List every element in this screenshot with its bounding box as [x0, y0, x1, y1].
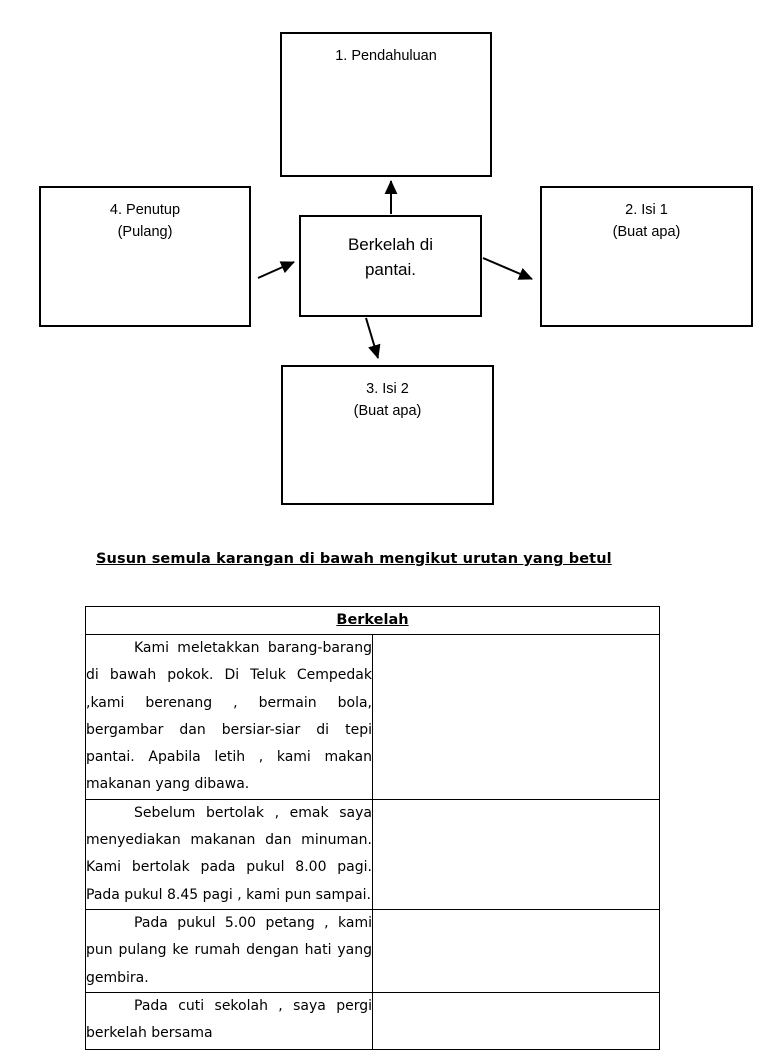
table-title-row: Berkelah: [85, 606, 660, 635]
paragraph-text-2: Sebelum bertolak , emak saya menyediakan…: [86, 804, 372, 903]
answer-cell-1[interactable]: [372, 634, 660, 800]
paragraph-cell-4: Pada cuti sekolah , saya pergi berkelah …: [85, 991, 373, 1050]
node-isi-1-line-2: (Buat apa): [612, 223, 681, 240]
node-penutup-line-2: (Pulang): [117, 223, 173, 240]
paragraph-cell-3: Pada pukul 5.00 petang , kami pun pulang…: [85, 908, 373, 993]
node-pendahuluan-line-1: 1. Pendahuluan: [335, 48, 437, 64]
table-row: Sebelum bertolak , emak saya menyediakan…: [85, 798, 660, 910]
answer-cell-4[interactable]: [372, 991, 660, 1050]
paragraph-text-4: Pada cuti sekolah , saya pergi berkelah …: [86, 997, 372, 1042]
essay-ordering-table: Berkelah Kami meletakkan barang-barang d…: [85, 606, 660, 1050]
node-center-line-1: Berkelah di: [347, 235, 434, 254]
answer-cell-2[interactable]: [372, 798, 660, 910]
mind-map-diagram: 1. Pendahuluan 4. Penutup (Pulang) 2. Is…: [0, 0, 768, 520]
node-penutup: 4. Penutup (Pulang): [39, 186, 251, 327]
table-row: Pada pukul 5.00 petang , kami pun pulang…: [85, 908, 660, 993]
table-title: Berkelah: [85, 606, 660, 635]
node-isi-2: 3. Isi 2 (Buat apa): [281, 365, 494, 505]
answer-cell-3[interactable]: [372, 908, 660, 993]
node-penutup-line-1: 4. Penutup: [109, 202, 181, 218]
node-isi-2-line-2: (Buat apa): [353, 402, 422, 419]
table-row: Pada cuti sekolah , saya pergi berkelah …: [85, 991, 660, 1050]
table-row: Kami meletakkan barang-barang di bawah p…: [85, 634, 660, 800]
node-isi-1-line-1: 2. Isi 1: [625, 202, 668, 218]
paragraph-text-1: Kami meletakkan barang-barang di bawah p…: [86, 640, 372, 793]
paragraph-cell-1: Kami meletakkan barang-barang di bawah p…: [85, 634, 373, 800]
node-isi-1: 2. Isi 1 (Buat apa): [540, 186, 753, 327]
node-center-line-2: pantai.: [364, 259, 417, 279]
paragraph-cell-2: Sebelum bertolak , emak saya menyediakan…: [85, 798, 373, 910]
instruction-heading: Susun semula karangan di bawah mengikut …: [96, 551, 612, 567]
node-pendahuluan: 1. Pendahuluan: [280, 32, 492, 177]
node-isi-2-line-1: 3. Isi 2: [366, 381, 409, 397]
paragraph-text-3: Pada pukul 5.00 petang , kami pun pulang…: [86, 914, 372, 986]
node-center-topic: Berkelah di pantai.: [299, 215, 482, 317]
